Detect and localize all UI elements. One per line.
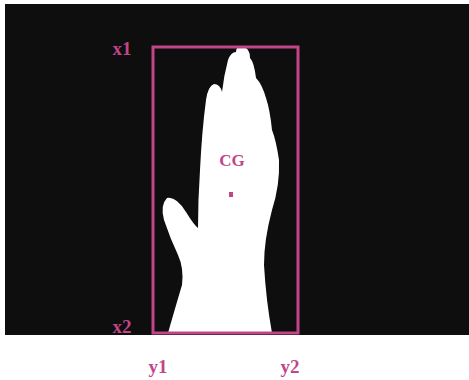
axis-label: x2 bbox=[113, 317, 132, 336]
bounding-box bbox=[153, 47, 298, 333]
black-ground bbox=[5, 4, 469, 335]
centroid-dot bbox=[229, 192, 233, 197]
axis-label: y1 bbox=[149, 357, 168, 376]
axis-label: x1 bbox=[113, 39, 132, 58]
axis-label: y2 bbox=[281, 357, 300, 376]
centroid-label: CG bbox=[219, 152, 245, 169]
hand-silhouette bbox=[163, 46, 280, 333]
